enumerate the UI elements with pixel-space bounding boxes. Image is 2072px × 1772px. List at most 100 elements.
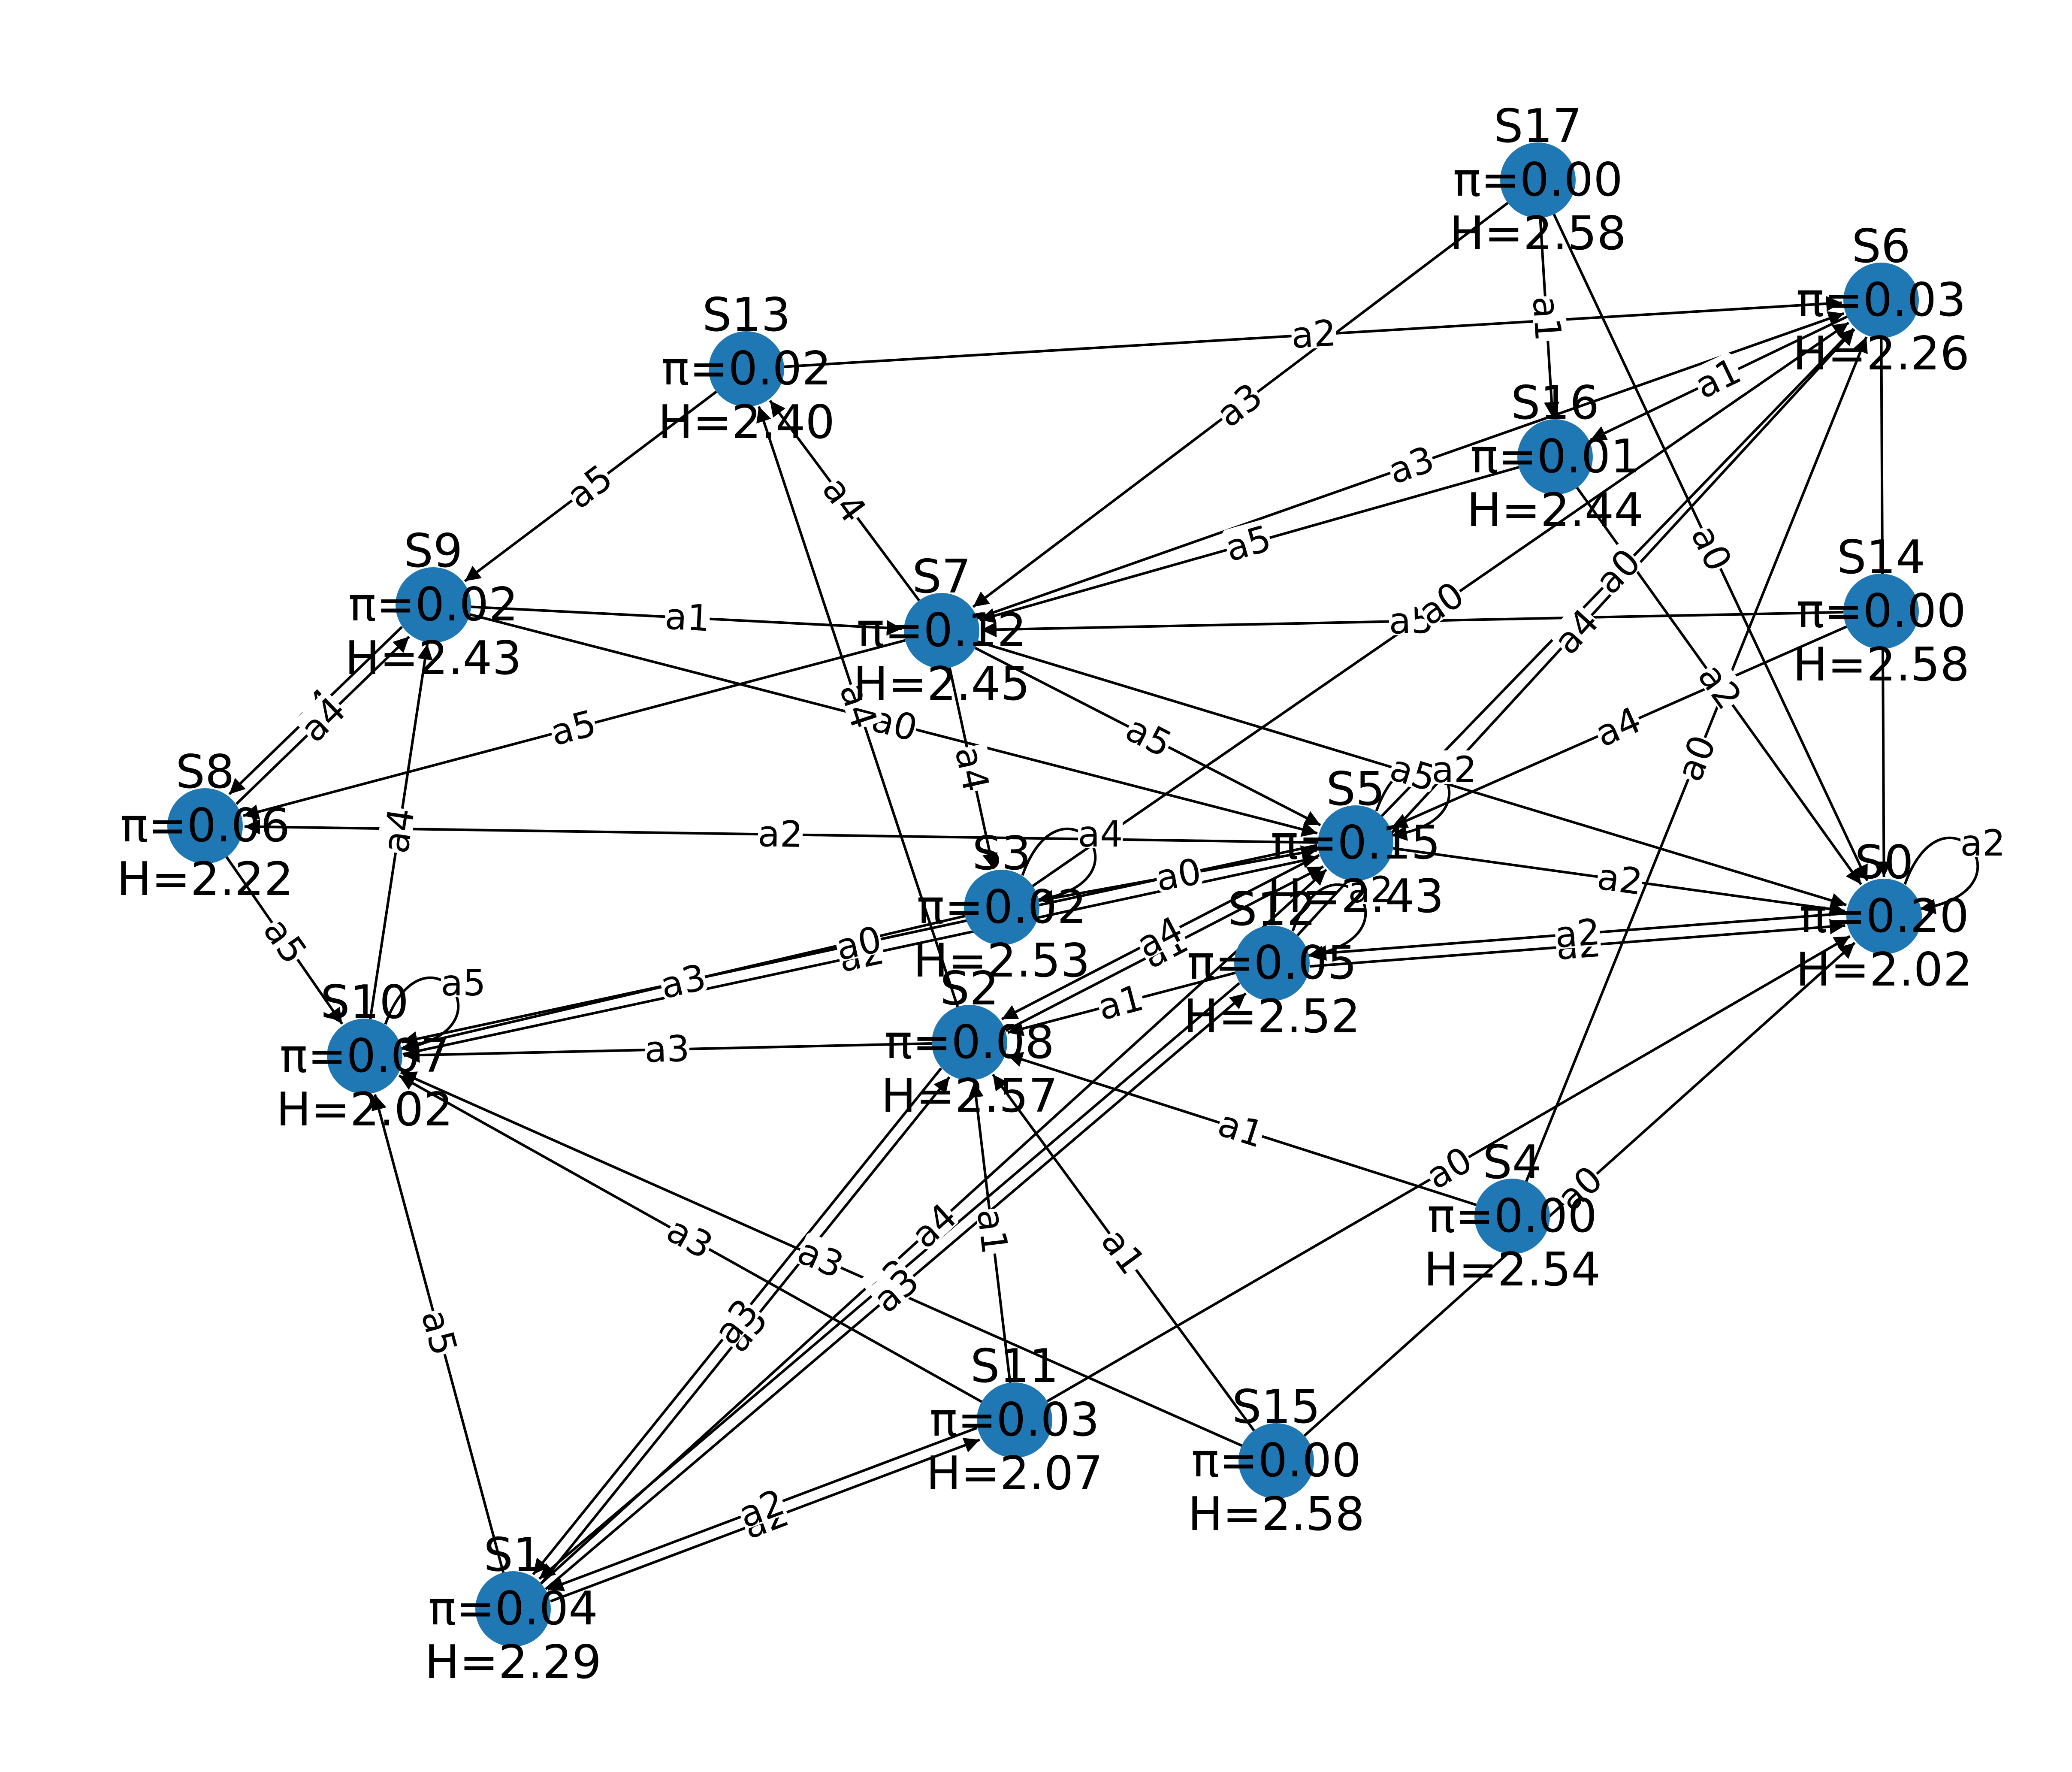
edge-label-S2-S10: a3 — [644, 1028, 690, 1070]
node-entropy: H=2.43 — [1267, 870, 1444, 923]
edge-label-background — [1591, 702, 1643, 748]
edge-label-text: a5 — [255, 910, 315, 971]
edge-label-S9-S7: a1 — [664, 595, 711, 639]
edge-label-background — [1432, 750, 1477, 784]
node-entropy: H=2.29 — [425, 1636, 601, 1689]
edge-label-S10-S9: a4 — [375, 805, 423, 856]
edge-label-background — [1078, 815, 1123, 848]
edge-label-background — [1690, 521, 1737, 573]
edge-label-S14-S5: a4 — [1589, 699, 1647, 755]
node-stationary-prob: π=0.04 — [428, 1582, 598, 1636]
edge-label-text: a5 — [441, 962, 486, 1004]
node-S5: S5π=0.15H=2.43 — [1267, 762, 1444, 923]
edge-label-background — [441, 964, 486, 997]
node-circle — [1238, 1423, 1314, 1499]
edge-label-S12-S2: a1 — [1093, 977, 1148, 1028]
node-stationary-prob: π=0.02 — [661, 342, 831, 396]
edge-label-background — [1413, 577, 1466, 626]
node-stationary-prob: π=0.05 — [1187, 936, 1357, 990]
edge-label-background — [547, 704, 598, 747]
self-loop-label-S0: a2 — [1960, 822, 2006, 864]
edge-label-background — [1531, 295, 1568, 342]
node-entropy: H=2.02 — [1796, 943, 1972, 997]
nodes-layer: S0π=0.20H=2.02S1π=0.04H=2.29S2π=0.08H=2.… — [117, 100, 1972, 1689]
edge-label-background — [1290, 314, 1337, 350]
edge-label-S3-S5: a0 — [1153, 850, 1205, 899]
edge-label-background — [1132, 911, 1185, 959]
edge-label-text: a2 — [1432, 749, 1477, 791]
edge-label-background — [377, 806, 416, 854]
node-entropy: H=2.58 — [1188, 1488, 1365, 1541]
node-stationary-prob: π=0.03 — [1796, 273, 1966, 327]
edge-label-S3-S10: a3 — [656, 956, 710, 1007]
node-circle — [1846, 879, 1922, 954]
edge-label-background — [295, 692, 347, 744]
edge-label-text: a2 — [1290, 312, 1338, 357]
node-stationary-prob: π=0.08 — [885, 1016, 1054, 1069]
edge-label-background — [1100, 1224, 1151, 1276]
edge-label-text: a4 — [947, 743, 997, 795]
edge-label-background — [1549, 604, 1600, 656]
node-entropy: H=2.02 — [276, 1083, 453, 1137]
node-S3: S3π=0.02H=2.53 — [913, 827, 1090, 988]
node-stationary-prob: π=0.00 — [1453, 153, 1623, 207]
node-circle — [167, 788, 243, 864]
edge-label-text: a3 — [656, 956, 710, 1007]
node-S9: S9π=0.02H=2.43 — [345, 524, 522, 685]
node-entropy: H=2.43 — [345, 632, 522, 685]
edge-label-text: a1 — [1213, 1102, 1269, 1156]
edge-label-background — [1385, 441, 1436, 485]
node-stationary-prob: π=0.20 — [1799, 889, 1969, 943]
node-entropy: H=2.53 — [913, 934, 1090, 988]
node-name: S11 — [970, 1340, 1059, 1393]
node-stationary-prob: π=0.15 — [1271, 816, 1441, 870]
node-circle — [904, 593, 979, 668]
node-entropy: H=2.40 — [658, 396, 835, 449]
edge-label-S7-S8: a5 — [546, 702, 600, 754]
node-entropy: H=2.44 — [1467, 484, 1643, 537]
edge-label-text: a0 — [1668, 729, 1724, 787]
node-name: S15 — [1232, 1380, 1320, 1434]
edge-label-S15-S2: a1 — [1093, 1221, 1154, 1282]
edge-label-background — [1697, 659, 1747, 711]
edge-label-text: a1 — [969, 1207, 1016, 1256]
edge-label-background — [263, 913, 312, 966]
node-S7: S7π=0.12H=2.45 — [853, 550, 1030, 711]
node-stationary-prob: π=0.02 — [348, 578, 518, 632]
edge-label-background — [1671, 732, 1717, 783]
edge-label-background — [870, 700, 920, 742]
edge-label-text: a2 — [758, 813, 803, 856]
edge-label-S16-S7: a5 — [1221, 517, 1276, 570]
node-circle — [1234, 925, 1310, 1001]
node-name: S6 — [1852, 220, 1910, 273]
node-stationary-prob: π=0.03 — [930, 1393, 1099, 1447]
node-name: S10 — [320, 976, 409, 1029]
edge-label-background — [976, 1207, 1014, 1255]
node-S4: S4π=0.00H=2.54 — [1424, 1136, 1601, 1297]
edge-label-text: a3 — [1383, 438, 1440, 492]
node-entropy: H=2.54 — [1424, 1243, 1601, 1297]
node-name: S12 — [1228, 883, 1316, 936]
edge-label-background — [1596, 858, 1644, 896]
node-S2: S2π=0.08H=2.57 — [881, 962, 1058, 1123]
node-entropy: H=2.07 — [926, 1447, 1103, 1500]
edge-label-background — [644, 1029, 690, 1064]
edge-label-text: a5 — [413, 1305, 465, 1360]
edge-label-background — [906, 1198, 958, 1250]
edge-label-background — [1216, 1105, 1267, 1149]
edge-label-S11-S10: a3 — [660, 1209, 719, 1267]
node-stationary-prob: π=0.01 — [1470, 430, 1640, 484]
edge-label-text: a3 — [1209, 375, 1270, 435]
edge-label-background — [1552, 1161, 1604, 1212]
edge-label-S13-S9: a5 — [559, 456, 620, 517]
edge-label-background — [1554, 913, 1601, 949]
edge-label-text: a5 — [546, 702, 600, 754]
node-name: S5 — [1326, 762, 1385, 816]
edge-label-text: a0 — [832, 918, 885, 969]
node-S6: S6π=0.03H=2.26 — [1793, 220, 1969, 381]
edge-label-background — [1590, 544, 1642, 596]
